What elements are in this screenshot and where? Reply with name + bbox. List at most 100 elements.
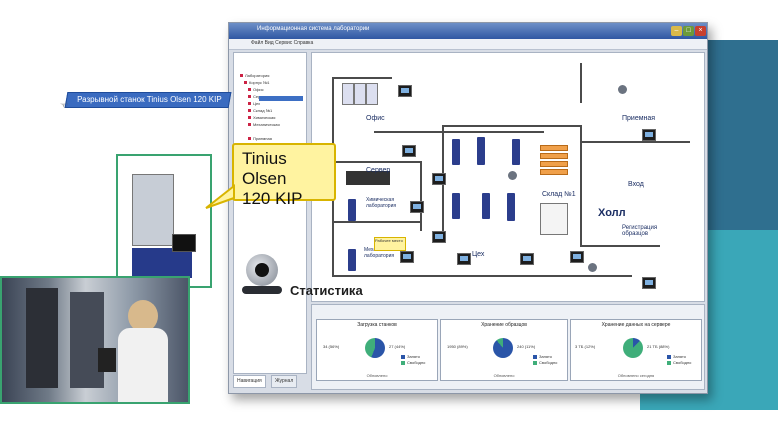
legend-used: Занято [667, 354, 686, 359]
workstation-icon[interactable] [398, 85, 412, 97]
room-label-reception: Приемная [622, 115, 656, 122]
machine-base-icon [132, 248, 192, 278]
machine-label[interactable]: Разрывной станок Tinius Olsen 120 KIP [64, 92, 232, 108]
test-machine-icon[interactable] [507, 193, 515, 221]
statistics-heading: Статистика [290, 283, 363, 298]
workstation-icon[interactable] [457, 253, 471, 265]
camera-icon[interactable] [588, 263, 597, 272]
stat-left-value: 3 ТБ (12%) [575, 344, 596, 349]
machine-label-text: Разрывной станок Tinius Olsen 120 KIP [77, 95, 222, 104]
wall [580, 125, 582, 245]
workstation-icon[interactable] [400, 251, 414, 263]
pin-icon: ☜ [60, 100, 69, 110]
stat-title: Загрузка станков [357, 322, 397, 328]
stat-card-machines[interactable]: Загрузка станков 34 (56%) 27 (44%) Занят… [316, 319, 438, 381]
tree-item[interactable]: Офис [248, 87, 264, 92]
wall [442, 125, 582, 127]
workstation-icon[interactable] [570, 251, 584, 263]
webcam-icon[interactable] [242, 254, 282, 296]
workplace-note: Рабочее место [374, 237, 406, 251]
stat-left-value: 34 (56%) [323, 344, 340, 349]
wall [420, 161, 422, 231]
pie-chart [493, 338, 513, 358]
stat-footer: Обновлено [493, 373, 515, 378]
stat-title: Хранение данных на сервере [601, 322, 671, 328]
shelf-icon [540, 153, 568, 159]
rack-icon [540, 203, 568, 235]
tree-item[interactable]: Цех [248, 101, 260, 106]
room-label-registration: Регистрация образцов [622, 225, 658, 237]
pie-chart [365, 338, 385, 358]
test-machine-icon[interactable] [452, 139, 460, 165]
workstation-icon[interactable] [432, 173, 446, 185]
tab-navigation[interactable]: Навигация [233, 375, 266, 388]
minimize-button[interactable]: – [671, 26, 682, 36]
floor-plan[interactable]: Офис Сервер Химическая лаборатория Механ… [311, 52, 705, 302]
title-bar: Информационная система лаборатории – □ × [229, 23, 707, 39]
callout-line2: 120 KIP [242, 189, 303, 208]
stat-card-server[interactable]: Хранение данных на сервере 3 ТБ (12%) 21… [570, 319, 702, 381]
menu-bar[interactable]: Файл Вид Сервис Справка [229, 39, 707, 50]
tree-item[interactable]: Приемная [248, 136, 272, 141]
wall [374, 131, 544, 133]
tree-item-selected[interactable] [259, 96, 303, 101]
stat-card-samples[interactable]: Хранение образцов 1950 (89%) 240 (11%) З… [440, 319, 568, 381]
wall [580, 245, 660, 247]
room-label-entrance: Вход [628, 181, 644, 188]
tree-item[interactable]: Механическая [248, 122, 280, 127]
stat-footer: Обновлено [366, 373, 388, 378]
machine-frame-icon [132, 174, 174, 246]
shelf-icon [540, 169, 568, 175]
tree-item[interactable]: Корпус №1 [244, 80, 270, 85]
wall [332, 77, 392, 79]
wall [332, 161, 422, 163]
tree-item[interactable]: Лаборатория [240, 73, 269, 78]
cabinet [354, 83, 366, 105]
workstation-icon[interactable] [432, 231, 446, 243]
wall [580, 141, 690, 143]
camera-icon[interactable] [618, 85, 627, 94]
server-rack-icon[interactable] [346, 171, 390, 185]
stat-right-value: 240 (11%) [517, 344, 536, 349]
tab-log[interactable]: Журнал [271, 375, 298, 388]
callout-text: Tinius Olsen 120 KIP [242, 149, 334, 209]
menu-items[interactable]: Файл Вид Сервис Справка [251, 40, 314, 46]
legend-used: Занято [533, 354, 552, 359]
room-label-warehouse: Склад №1 [542, 191, 576, 198]
workstation-icon[interactable] [642, 129, 656, 141]
test-machine-icon[interactable] [512, 139, 520, 165]
test-machine-icon[interactable] [348, 199, 356, 221]
cabinet [366, 83, 378, 105]
workstation-icon[interactable] [410, 201, 424, 213]
callout-pointer [205, 183, 235, 209]
camera-icon[interactable] [508, 171, 517, 180]
tree-item[interactable]: Химическая [248, 115, 275, 120]
close-button[interactable]: × [695, 26, 706, 36]
cabinet [342, 83, 354, 105]
maximize-button[interactable]: □ [683, 26, 694, 36]
stat-left-value: 1950 (89%) [447, 344, 468, 349]
statistics-panel: Загрузка станков 34 (56%) 27 (44%) Занят… [311, 304, 705, 390]
room-label-chem: Химическая лаборатория [366, 197, 397, 209]
test-machine-icon[interactable] [477, 137, 485, 165]
pie-chart [623, 338, 643, 358]
room-label-hall: Холл [598, 207, 626, 219]
workstation-icon[interactable] [642, 277, 656, 289]
legend-free: Свободно [667, 360, 691, 365]
shelf-icon [540, 161, 568, 167]
monitor-icon [172, 234, 196, 252]
stat-footer: Обновлено сегодня [617, 373, 655, 378]
workstation-icon[interactable] [402, 145, 416, 157]
callout-line1: Tinius Olsen [242, 149, 287, 188]
test-machine-icon[interactable] [452, 193, 460, 219]
wall [332, 221, 422, 223]
shelf-icon [540, 145, 568, 151]
stat-right-value: 21 ТБ (88%) [647, 344, 670, 349]
tree-item[interactable]: Склад №1 [248, 108, 272, 113]
lab-photo [0, 276, 190, 404]
test-machine-icon[interactable] [348, 249, 356, 271]
test-machine-icon[interactable] [482, 193, 490, 219]
room-label-server: Сервер [366, 167, 391, 174]
window-title: Информационная система лаборатории [257, 26, 370, 32]
workstation-icon[interactable] [520, 253, 534, 265]
